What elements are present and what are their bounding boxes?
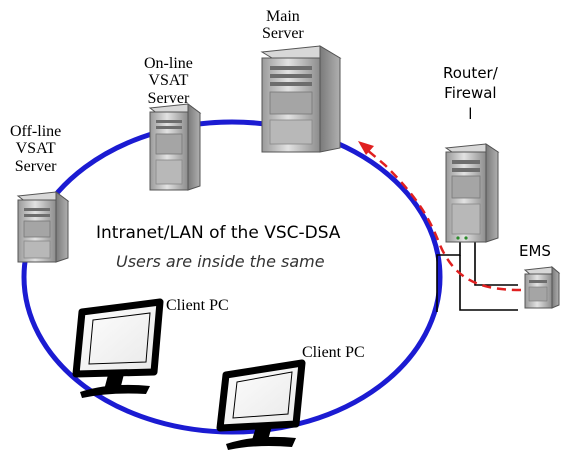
access-path-arrow — [365, 148, 522, 292]
router-icon — [444, 143, 500, 243]
online-server-icon — [148, 103, 202, 191]
network-subtitle: Users are inside the same — [116, 252, 325, 271]
offline-server-icon — [16, 191, 70, 263]
client-pc-1-label: Client PC — [166, 297, 229, 314]
router-links — [436, 240, 518, 312]
arrow-head-icon — [358, 141, 374, 155]
client-pc-2-monitor-icon — [216, 359, 306, 450]
router-label: Router/ Firewal l — [443, 64, 498, 123]
online-server-label: On-line VSAT Server — [144, 55, 193, 107]
lan-ring — [21, 119, 443, 435]
offline-server-label: Off-line VSAT Server — [10, 123, 62, 175]
main-server-label: Main Server — [262, 8, 304, 43]
client-pc-2-label: Client PC — [302, 344, 365, 361]
client-pc-1-monitor-icon — [72, 298, 164, 398]
ems-label: EMS — [519, 242, 551, 260]
main-server-icon — [260, 45, 342, 153]
ems-icon — [523, 265, 561, 309]
network-title: Intranet/LAN of the VSC-DSA — [96, 223, 341, 243]
